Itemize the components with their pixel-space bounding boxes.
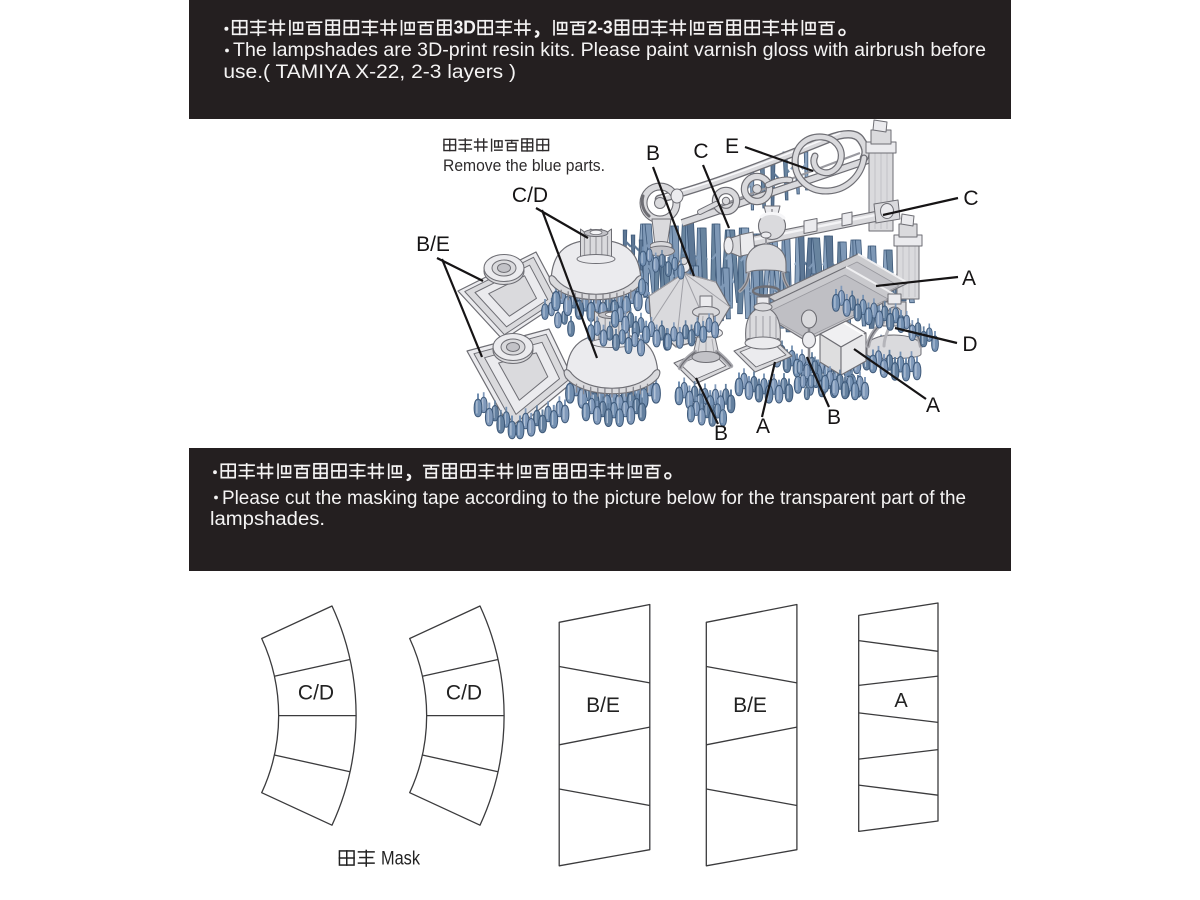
svg-text:C/D: C/D (298, 682, 334, 705)
svg-text:3D: 3D (454, 16, 476, 37)
svg-text:C: C (693, 140, 708, 163)
svg-text:B/E: B/E (586, 694, 620, 717)
svg-text:B: B (714, 422, 728, 445)
svg-text:B/E: B/E (733, 694, 767, 717)
svg-text:B/E: B/E (416, 233, 450, 256)
svg-text:lampshades.: lampshades. (210, 509, 325, 530)
svg-text:A: A (926, 394, 940, 417)
svg-text:A: A (756, 415, 770, 438)
svg-text:C: C (963, 187, 978, 210)
svg-text:C/D: C/D (446, 682, 482, 705)
svg-text:B: B (646, 142, 660, 165)
svg-text:B: B (827, 406, 841, 429)
svg-text:The lampshades are 3D-print re: The lampshades are 3D-print resin kits. … (233, 40, 986, 61)
svg-text:use.( TAMIYA X-22, 2-3 layers: use.( TAMIYA X-22, 2-3 layers ) (223, 62, 516, 83)
svg-text:Mask: Mask (381, 848, 420, 870)
svg-text:C/D: C/D (512, 184, 548, 207)
svg-text:A: A (962, 267, 976, 290)
svg-text:2-3: 2-3 (588, 16, 613, 37)
svg-text:Please cut the masking tape ac: Please cut the masking tape according to… (222, 488, 966, 509)
svg-text:E: E (725, 135, 739, 158)
svg-text:A: A (894, 690, 908, 712)
svg-text:D: D (962, 333, 977, 356)
svg-text:Remove the blue parts.: Remove the blue parts. (443, 157, 605, 175)
